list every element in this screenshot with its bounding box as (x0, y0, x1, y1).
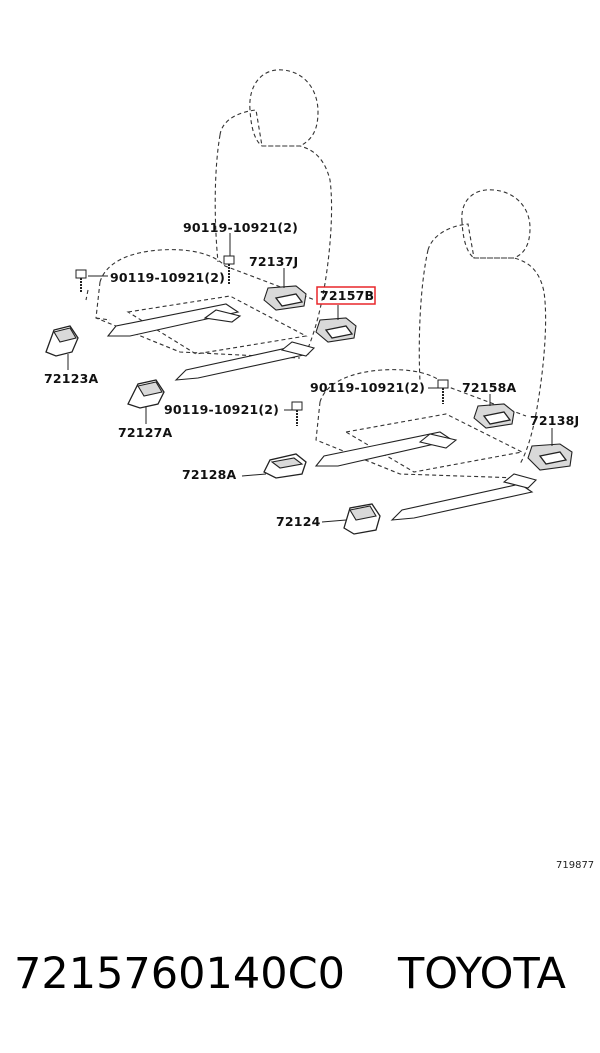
left-seat-outline (85, 69, 333, 359)
bolt-icon (437, 379, 449, 404)
callout-72138J[interactable]: 72138J (530, 413, 579, 428)
brand-name: TOYOTA (398, 949, 566, 999)
part-72138J (527, 443, 573, 471)
bolt-icon (291, 401, 303, 426)
part-72157B (315, 317, 357, 343)
callout-90119-top[interactable]: 90119-10921(2) (183, 220, 298, 235)
callout-90119-mid[interactable]: 90119-10921(2) (164, 402, 279, 417)
part-72128A (263, 453, 307, 479)
right-seat-rails (314, 431, 538, 521)
highlight-box (316, 286, 376, 305)
callout-72157B[interactable]: 72157B (320, 288, 374, 303)
leader-lines (67, 233, 553, 523)
callout-90119-left[interactable]: 90119-10921(2) (110, 270, 225, 285)
callout-90119-right[interactable]: 90119-10921(2) (310, 380, 425, 395)
left-seat-rails (106, 303, 316, 381)
part-72124 (343, 503, 381, 535)
bolt-icon (223, 255, 235, 284)
diagram-id: 719877 (556, 860, 594, 871)
footer-caption: 7215760140C0 TOYOTA (14, 944, 594, 1004)
part-72123A (45, 325, 79, 357)
callout-72123A[interactable]: 72123A (44, 371, 98, 386)
callout-72158A[interactable]: 72158A (462, 380, 516, 395)
part-72127A (127, 379, 165, 409)
bolt-icon (75, 269, 87, 292)
part-72137J (263, 285, 307, 311)
callout-72124[interactable]: 72124 (276, 514, 321, 529)
part-72158A (473, 403, 515, 429)
right-seat-outline (315, 189, 547, 479)
part-number: 7215760140C0 (14, 949, 345, 999)
callout-72137J[interactable]: 72137J (249, 254, 298, 269)
callout-72127A[interactable]: 72127A (118, 425, 172, 440)
callout-72128A[interactable]: 72128A (182, 467, 236, 482)
